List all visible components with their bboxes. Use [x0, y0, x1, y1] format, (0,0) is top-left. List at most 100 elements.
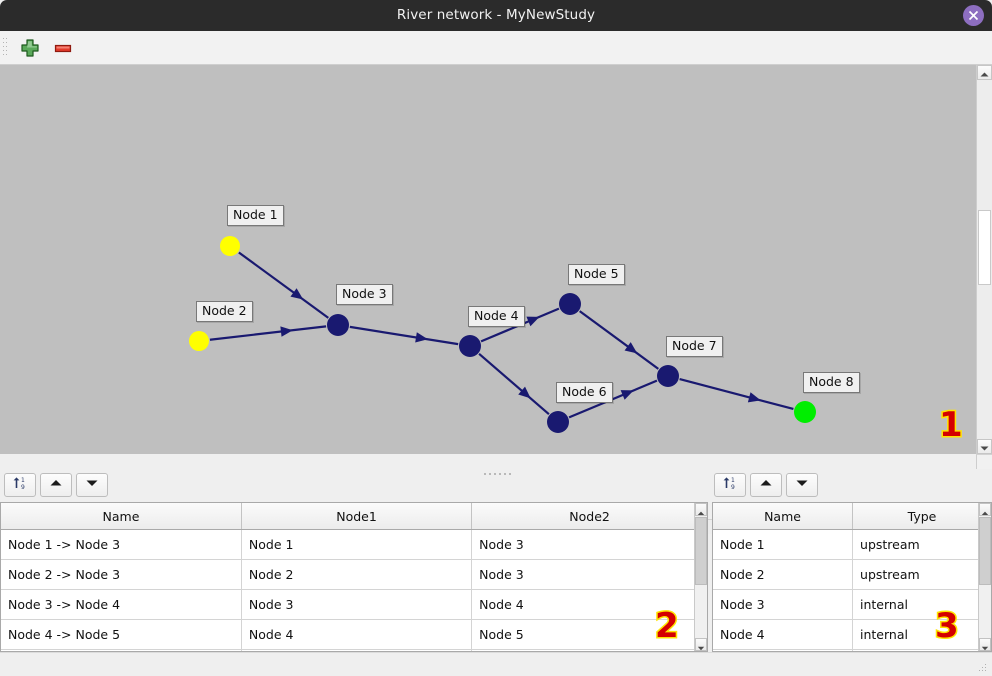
graph-edge[interactable] [478, 353, 550, 415]
nodes-sort-button[interactable]: 1 9 [714, 473, 746, 497]
links-cell[interactable]: Node 2 [241, 559, 473, 590]
graph-edge[interactable] [579, 310, 659, 370]
links-cell[interactable]: Node 3 [471, 559, 707, 590]
links-cell[interactable]: Node 4 [471, 589, 707, 620]
nodes-cell[interactable]: Node 2 [713, 559, 854, 590]
graph-node-node-6[interactable] [547, 411, 569, 433]
graph-edge[interactable] [209, 325, 327, 341]
graph-node-label[interactable]: Node 2 [196, 301, 253, 322]
nodes-scroll-down-arrow-icon[interactable] [979, 638, 991, 651]
links-cell[interactable]: Node 3 [241, 589, 473, 620]
nodes-cell[interactable]: Node 4 [713, 619, 854, 650]
links-cell[interactable]: Node 4 -> Node 5 [1, 619, 242, 650]
table-empty-row[interactable] [713, 649, 991, 651]
nodes-column-header[interactable]: Type [852, 503, 991, 530]
graph-edge[interactable] [349, 325, 459, 346]
sort-ascending-icon: 1 9 [723, 477, 735, 491]
links-cell[interactable]: Node 3 -> Node 4 [1, 589, 242, 620]
network-canvas[interactable]: Node 1 Node 2 Node 3 Node 4 Node 5 Node 6 Node… [0, 65, 976, 454]
links-move-up-button[interactable] [40, 473, 72, 497]
links-column-header[interactable]: Node2 [471, 503, 707, 530]
main-toolbar [0, 31, 992, 65]
close-button[interactable] [963, 5, 984, 26]
links-cell[interactable]: Node 1 -> Node 3 [1, 529, 242, 560]
graph-edge-arrowhead [620, 390, 634, 400]
graph-node-label[interactable]: Node 4 [468, 306, 525, 327]
scrollbar-corner [976, 454, 992, 469]
links-empty-cell [471, 649, 707, 651]
add-node-button[interactable] [18, 36, 42, 60]
graph-node-node-5[interactable] [559, 293, 581, 315]
nodes-cell[interactable]: Node 3 [713, 589, 854, 620]
links-cell[interactable]: Node 3 [471, 529, 707, 560]
graph-node-label[interactable]: Node 6 [556, 382, 613, 403]
links-cell[interactable]: Node 4 [241, 619, 473, 650]
graph-edge-arrowhead [747, 392, 761, 403]
graph-node-label[interactable]: Node 3 [336, 284, 393, 305]
horizontal-splitter[interactable] [0, 469, 992, 478]
links-cell[interactable]: Node 1 [241, 529, 473, 560]
graph-node-node-8[interactable] [794, 401, 816, 423]
links-move-down-button[interactable] [76, 473, 108, 497]
scroll-down-arrow-icon[interactable] [977, 439, 992, 454]
nodes-cell[interactable]: internal [852, 589, 991, 620]
nodes-table-vertical-scrollbar[interactable] [978, 503, 991, 651]
scroll-up-arrow-icon[interactable] [977, 65, 992, 80]
graph-edge-arrowhead [624, 342, 638, 354]
nodes-cell[interactable]: internal [852, 619, 991, 650]
graph-node-node-3[interactable] [327, 314, 349, 336]
links-table-vertical-scrollbar[interactable] [694, 503, 707, 651]
links-cell[interactable]: Node 5 [471, 619, 707, 650]
graph-node-label[interactable]: Node 5 [568, 264, 625, 285]
splitter-grip-icon [484, 473, 512, 475]
canvas-vertical-scrollbar[interactable] [976, 65, 992, 454]
links-column-header[interactable]: Name [1, 503, 242, 530]
graph-node-label[interactable]: Node 7 [666, 336, 723, 357]
river-network-graph [209, 251, 794, 419]
graph-node-node-7[interactable] [657, 365, 679, 387]
delete-node-button[interactable] [51, 36, 75, 60]
links-cell[interactable]: Node 2 -> Node 3 [1, 559, 242, 590]
graph-node-node-1[interactable] [220, 236, 240, 256]
graph-edge[interactable] [238, 251, 329, 319]
graph-node-node-2[interactable] [189, 331, 209, 351]
links-sort-button[interactable]: 1 9 [4, 473, 36, 497]
canvas-vertical-scroll-thumb[interactable] [978, 210, 991, 285]
window-resize-grip-icon[interactable] [979, 664, 988, 673]
nodes-cell[interactable]: upstream [852, 529, 991, 560]
graph-edge[interactable] [679, 377, 794, 411]
nodes-column-header[interactable]: Name [713, 503, 854, 530]
nodes-move-up-button[interactable] [750, 473, 782, 497]
nodes-cell[interactable]: upstream [852, 559, 991, 590]
nodes-table-toolbar: 1 9 [712, 471, 992, 499]
toolbar-drag-handle[interactable] [3, 38, 8, 58]
nodes-move-down-button[interactable] [786, 473, 818, 497]
table-empty-row[interactable] [1, 649, 707, 651]
graph-node-node-4[interactable] [459, 335, 481, 357]
graph-node-label[interactable]: Node 8 [803, 372, 860, 393]
links-table-scroll-thumb[interactable] [695, 517, 707, 585]
links-column-header[interactable]: Node1 [241, 503, 473, 530]
links-scroll-up-arrow-icon[interactable] [695, 503, 707, 516]
nodes-scroll-up-arrow-icon[interactable] [979, 503, 991, 516]
links-scroll-down-arrow-icon[interactable] [695, 638, 707, 651]
sort-ascending-icon: 1 9 [13, 477, 25, 491]
graph-edge[interactable] [568, 379, 658, 419]
network-canvas-panel[interactable]: Node 1 Node 2 Node 3 Node 4 Node 5 Node 6 Node… [0, 65, 992, 534]
nodes-table-scroll-thumb[interactable] [979, 517, 991, 585]
nodes-cell[interactable]: Node 1 [713, 529, 854, 560]
graph-node-label[interactable]: Node 1 [227, 205, 284, 226]
